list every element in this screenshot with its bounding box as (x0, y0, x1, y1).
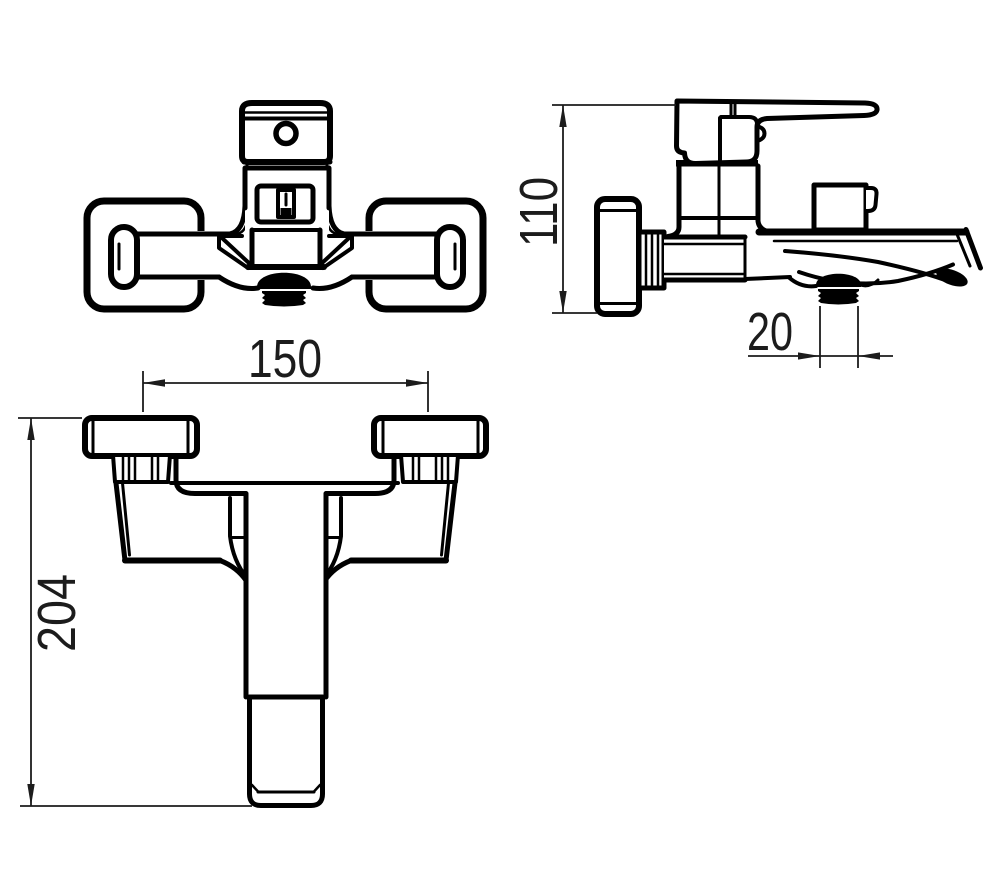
plan-left-connector (111, 453, 172, 484)
dim-204-arrow-bottom (27, 784, 35, 806)
front-outlet-dome (257, 272, 311, 289)
side-spout-end-inner (955, 231, 972, 268)
plan-left-plate-lines (91, 418, 190, 456)
dim-150-label: 150 (248, 329, 322, 389)
side-underside-curve-1 (783, 249, 951, 284)
side-handle-joint-lines (729, 102, 737, 117)
front-bowl-curves (216, 274, 355, 291)
dim-110-label: 110 (509, 177, 569, 247)
plan-left-connector-threads (121, 454, 160, 483)
plan-spout-tip (247, 694, 325, 808)
dimension-110: 110 (509, 104, 676, 314)
plan-barrel-left-contour (173, 454, 249, 496)
plan-spout-sides (243, 491, 329, 700)
side-aerator (936, 268, 968, 287)
front-center-block (252, 230, 320, 267)
front-left-wing (217, 234, 252, 270)
side-wall-flange (594, 196, 642, 317)
side-holder-clip (864, 186, 879, 213)
side-nut-facets (644, 231, 660, 289)
side-flange-lines (595, 209, 641, 305)
front-cap-screw-hole (273, 120, 299, 147)
side-body-bottom (743, 275, 792, 281)
dim-150-arrow-right (406, 379, 428, 387)
plan-right-wall-plate (371, 415, 489, 459)
front-left-pipe-cap (108, 224, 140, 290)
front-slot-base (280, 208, 292, 217)
plan-left-wing-inner (121, 481, 131, 557)
plan-view (82, 415, 489, 808)
side-shower-holder (811, 182, 869, 233)
side-outlet-thread (818, 289, 859, 305)
front-center-block-sides (249, 227, 323, 270)
front-view (83, 100, 487, 313)
side-bowl-right (858, 278, 880, 288)
side-lever-handle (674, 98, 880, 167)
front-right-wing (319, 234, 354, 270)
dim-150-arrow-left (143, 379, 165, 387)
plan-left-wing-outer (113, 480, 128, 563)
dimension-20: 20 (747, 302, 893, 368)
dim-150-lines (142, 371, 429, 412)
plan-right-connector (399, 453, 460, 484)
plan-right-plate-lines (381, 418, 480, 456)
plan-right-wing-inner (440, 481, 450, 557)
dim-110-arrow-top (559, 105, 567, 127)
plan-barrel-right-contour (323, 454, 397, 496)
side-handle-base-details (718, 115, 767, 162)
side-pipe-edges (661, 234, 748, 283)
front-column-edges (242, 165, 332, 211)
dim-204-arrow-top (27, 418, 35, 440)
side-outlet-dome (816, 273, 861, 287)
plan-right-connector-threads (411, 454, 450, 483)
front-outlet-thread (262, 291, 306, 307)
front-right-pipe-cap (434, 224, 466, 290)
dim-20-label: 20 (747, 302, 793, 362)
dim-110-lines (552, 104, 676, 314)
plan-right-wing-outer (443, 480, 458, 563)
side-pipe-inner-lines (662, 242, 747, 276)
side-column-right-edge (755, 163, 774, 235)
side-spout-end-outer (963, 227, 983, 271)
plan-spout-tip-bevels (250, 783, 322, 793)
dimension-204: 204 (18, 417, 252, 807)
side-view (594, 98, 983, 317)
plan-left-wall-plate (82, 415, 200, 459)
dimension-150: 150 (142, 329, 429, 412)
dim-204-lines (18, 417, 252, 807)
side-bowl-left (787, 275, 818, 289)
side-column-left-edge (665, 163, 682, 239)
dim-204-label: 204 (27, 574, 87, 652)
dim-20-arrow-left (798, 352, 820, 360)
dim-20-arrow-right (858, 352, 880, 360)
dim-110-arrow-bottom (559, 291, 567, 313)
plan-spout-body (246, 494, 326, 698)
